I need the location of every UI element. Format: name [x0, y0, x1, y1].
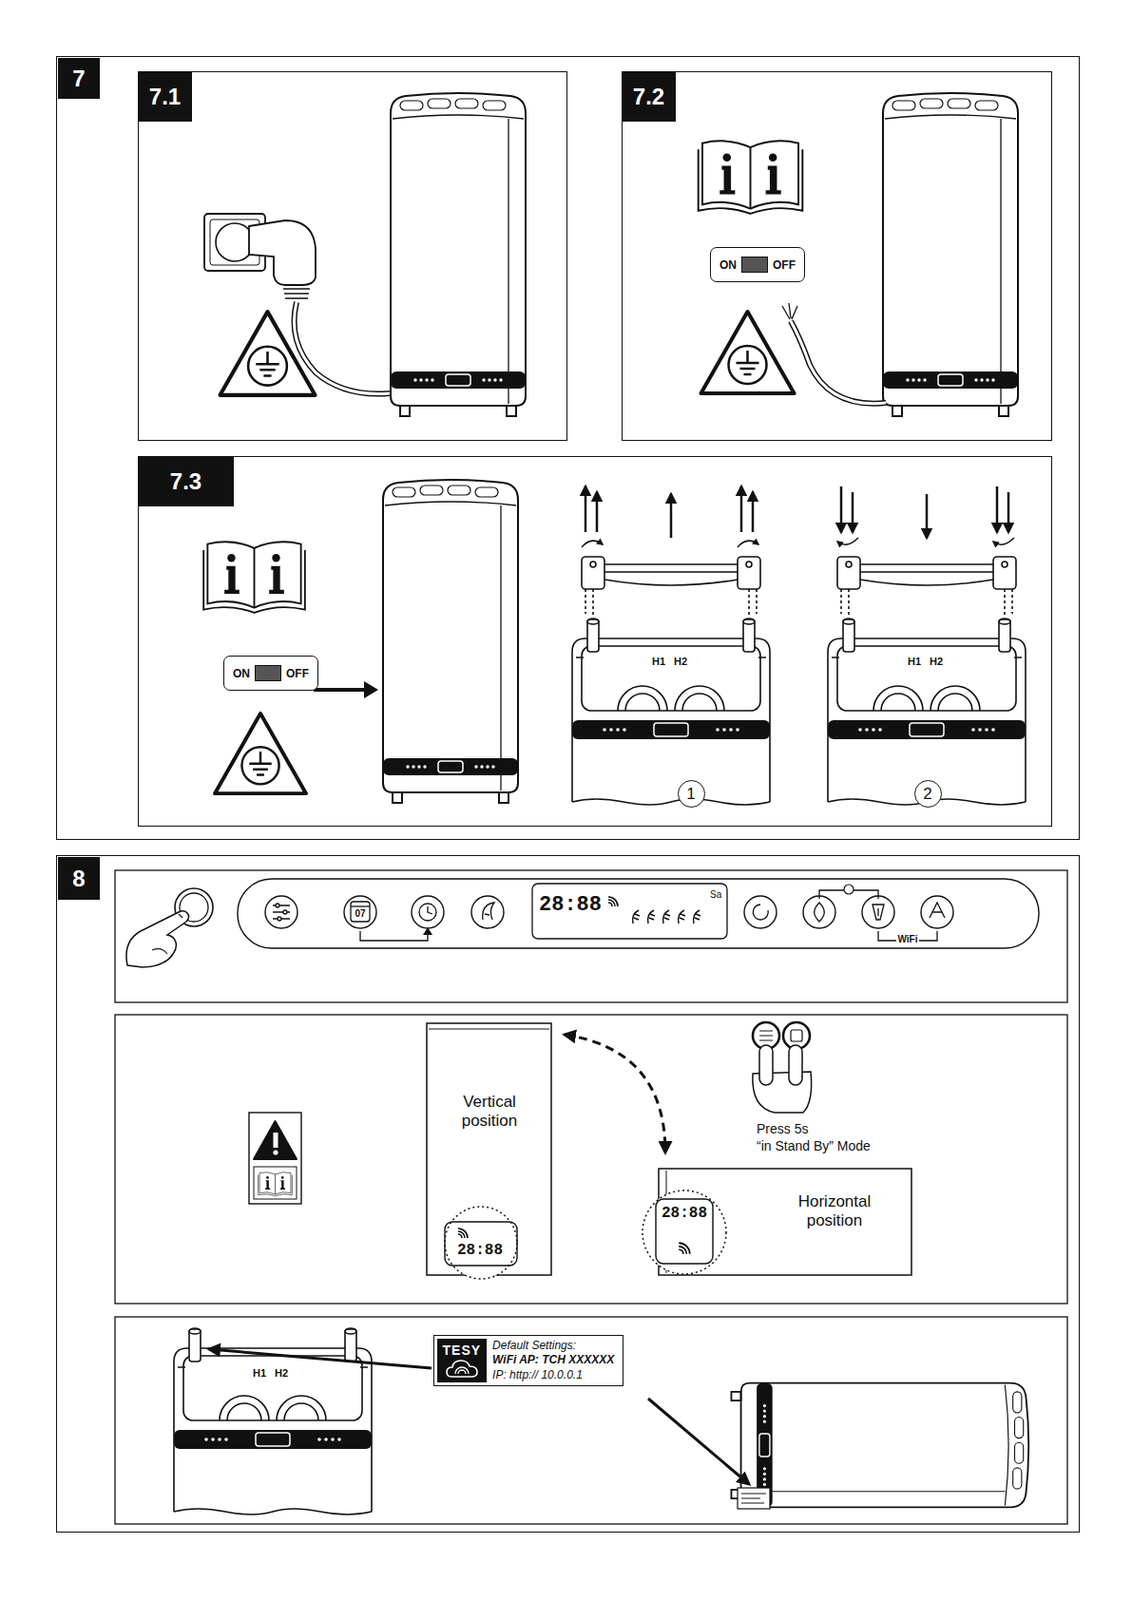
section-number: 7.1	[138, 72, 192, 122]
display-mark: Sa	[709, 889, 723, 902]
terminal-label: H2	[928, 655, 944, 669]
cloud-icon	[445, 1358, 479, 1380]
switch-state: OFF	[286, 667, 309, 681]
step-number: 1	[686, 786, 695, 803]
brand-box: TESY	[437, 1339, 488, 1384]
settings-line: Default Settings:	[492, 1339, 614, 1355]
step-panel: 7.3ON OFF 1 2	[137, 456, 1053, 827]
switch-toggle	[741, 256, 768, 273]
section-number: 7.2	[622, 72, 676, 122]
display-digits: 28:88	[456, 1242, 504, 1260]
step-number: 2	[922, 786, 932, 803]
terminal-label: H1	[651, 655, 667, 669]
settings-text: Default Settings:WiFi AP: TCH XXXXXXIP: …	[492, 1339, 620, 1384]
terminal-label: H2	[672, 655, 689, 669]
on-off-switch: ON OFF	[223, 655, 319, 691]
terminal-label: H1	[251, 1367, 268, 1381]
step-circle: 2	[914, 780, 942, 808]
switch-state: ON	[232, 667, 250, 681]
settings-line: IP: http:// 10.0.0.1	[492, 1368, 614, 1384]
section-frame: 8TESY Default Settings:WiFi AP: TCH XXXXX…	[56, 855, 1080, 1534]
on-off-switch: ON OFF	[709, 247, 806, 283]
settings-line: WiFi AP: TCH XXXXXX	[492, 1353, 614, 1369]
switch-state: ON	[719, 258, 737, 272]
orientation-label: Vertical position	[445, 1093, 534, 1131]
switch-toggle	[254, 665, 282, 682]
calendar-day: 07	[353, 908, 366, 921]
instruction-text: “in Stand By” Mode	[755, 1138, 872, 1154]
section-number: 7	[57, 57, 100, 99]
terminal-label: H2	[273, 1367, 289, 1381]
section-number: 7.3	[138, 457, 234, 507]
instruction-text: Press 5s	[755, 1121, 809, 1137]
switch-state: OFF	[772, 258, 796, 272]
display-digits: 28:88	[660, 1205, 709, 1223]
display-digits: 28:88	[537, 893, 603, 918]
step-panel: 7.2ON OFF	[621, 71, 1053, 442]
section-frame: 77.17.2ONOFF7.3ONOFF12	[56, 56, 1080, 841]
step-circle: 1	[677, 780, 706, 808]
wifi-label: WiFi	[896, 934, 919, 946]
brand-name: TESY	[442, 1343, 482, 1359]
section-number: 8	[57, 857, 100, 901]
terminal-label: H1	[906, 655, 922, 669]
step-panel: 7.1	[137, 71, 568, 442]
orientation-label: Horizontal position	[781, 1192, 888, 1230]
settings-label: TESY Default Settings:WiFi AP: TCH XXXXXX…	[433, 1335, 625, 1388]
